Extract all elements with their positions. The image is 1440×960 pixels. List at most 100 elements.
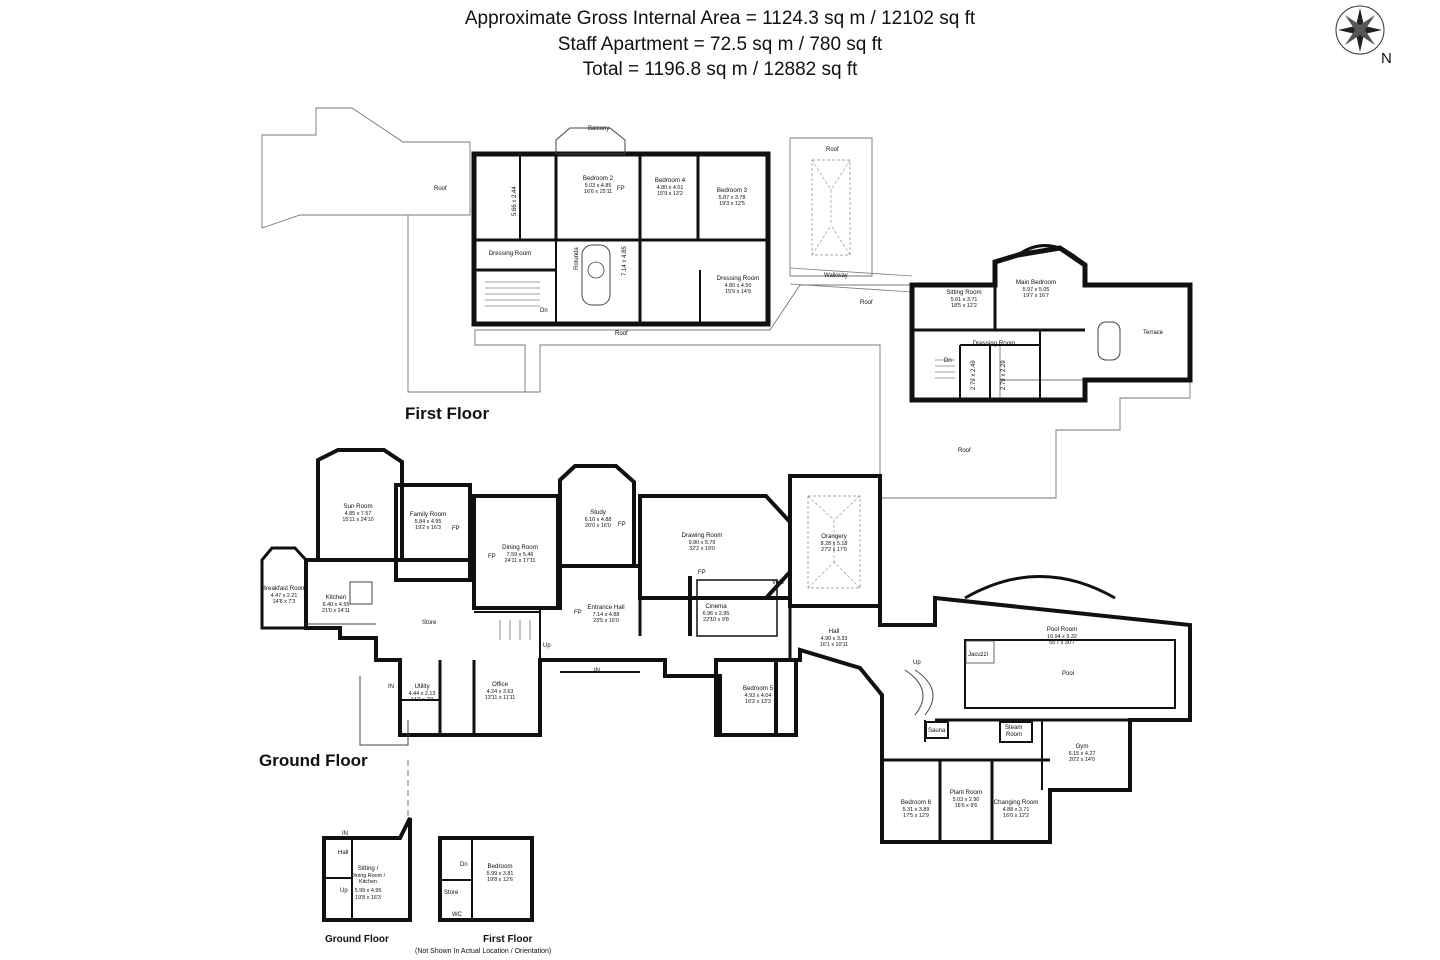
room-dims-ft-dining-room: 24'11 x 17'11 (505, 558, 536, 564)
ground-floor-central (304, 558, 1192, 844)
store-label: Store (422, 620, 437, 626)
room-dims-office: 4.24 x 3.63 (487, 689, 514, 695)
ground-floor-label: Ground Floor (259, 751, 368, 770)
ground-floor-plan (260, 448, 1192, 844)
staff-apartment-line: Staff Apartment = 72.5 sq m / 780 sq ft (557, 34, 883, 55)
room-dims-ft-changing-room: 16'0 x 12'2 (1003, 813, 1029, 819)
room-dims-bedroom-2: 5.03 x 4.85 (585, 183, 612, 189)
staff-sitting-dims: 5.99 x 4.95 (355, 888, 382, 894)
room-name-dressing-room-1: Dressing Room (489, 250, 532, 257)
room-dims-plant-room: 5.03 x 2.90 (953, 797, 980, 803)
staff-apartment-plan (322, 817, 534, 922)
roof-label: Roof (615, 331, 628, 337)
room-dims-ft-sitting-room: 18'5 x 12'2 (951, 303, 977, 309)
fireplace-label: FP (488, 554, 496, 560)
room-name-gym: Gym (1075, 743, 1088, 750)
steam-room-label: Steam (1005, 725, 1022, 731)
dims-label: 2.79 x 2.29 (1001, 360, 1007, 390)
room-name-plant-room: Plant Room (950, 789, 982, 796)
terrace-label: Terrace (1143, 330, 1164, 336)
room-dims-gym: 6.15 x 4.27 (1069, 751, 1096, 757)
pool (964, 639, 1176, 709)
total-area-line: Total = 1196.8 sq m / 12882 sq ft (582, 59, 858, 80)
room-dims-ft-staff-bedroom: 19'8 x 12'6 (487, 877, 513, 883)
room-dims-changing-room: 4.88 x 3.71 (1003, 807, 1030, 813)
room-name-utility: Utility (414, 683, 430, 690)
room-dims-ft-bedroom-4: 15'9 x 13'2 (657, 191, 683, 197)
staff-ground-floor-label: Ground Floor (325, 934, 389, 945)
in-label: IN (342, 831, 348, 837)
room-name-sitting-room: Sitting Room (946, 289, 981, 296)
room-dims-entrance-hall: 7.14 x 4.88 (593, 612, 620, 618)
room-dims-ft-kitchen: 21'0 x 14'11 (322, 608, 350, 614)
room-dims-ft-office: 13'11 x 11'11 (485, 695, 516, 701)
compass-north-label: N (1381, 50, 1392, 67)
room-dims-bedroom-3: 5.87 x 3.78 (719, 195, 746, 201)
room-dims-ft-breakfast-room: 14'8 x 7'3 (273, 599, 296, 605)
room-dims-utility: 4.44 x 2.13 (409, 691, 436, 697)
room-dims-pool-room: 16.94 x 9.32 (1047, 634, 1077, 640)
room-dims-ft-staff-sitting: Kitchen (359, 879, 377, 885)
staff-note: (Not Shown In Actual Location / Orientat… (415, 948, 552, 955)
room-name-family-room: Family Room (410, 511, 446, 518)
fireplace-label: FP (452, 526, 460, 532)
room-dims-ft-orangery: 27'2 x 17'0 (821, 547, 847, 553)
gross-area-line: Approximate Gross Internal Area = 1124.3… (464, 8, 976, 29)
room-name-hall: Hall (829, 628, 840, 635)
room-name-study: Study (590, 509, 607, 516)
roof-outline-walkway (789, 137, 873, 277)
store-label: Store (444, 890, 459, 896)
room-dims-sun-room: 4.85 x 7.57 (345, 511, 372, 517)
room-name-office: Office (492, 681, 509, 688)
down-label: Dn (944, 358, 952, 364)
roof-label: Roof (958, 448, 971, 454)
room-name-bedroom-3: Bedroom 3 (717, 187, 748, 194)
staff-first-floor-label: First Floor (483, 934, 533, 945)
pool-label: Pool (1062, 671, 1074, 677)
jacuzzi-label: Jacuzzi (968, 652, 988, 658)
room-dims-kitchen: 6.40 x 4.55 (323, 602, 350, 608)
dims-label: 5.66 x 2.44 (512, 186, 518, 216)
room-dims-staff-sitting: Dining Room / (351, 873, 386, 879)
room-name-staff-bedroom: Bedroom (487, 863, 512, 870)
room-name-bedroom-5: Bedroom 5 (743, 685, 774, 692)
room-dims-family-room: 5.84 x 4.95 (415, 519, 442, 525)
balcony (555, 127, 626, 155)
room-name-cinema: Cinema (705, 603, 727, 610)
room-name-main-bedroom: Main Bedroom (1016, 279, 1056, 286)
void-label: Void (772, 580, 784, 586)
up-label: Up (913, 660, 921, 666)
compass-rose-icon (1335, 5, 1385, 55)
room-name-sun-room: Sun Room (343, 503, 372, 510)
room-name-bedroom-4: Bedroom 4 (655, 177, 686, 184)
room-dims-ft-sun-room: 15'11 x 24'10 (342, 517, 373, 523)
room-name-bedroom-6: Bedroom 6 (901, 799, 932, 806)
room-name-breakfast-room: Breakfast Room (262, 585, 306, 592)
room-name-dining-room: Dining Room (502, 544, 538, 551)
roof-label: Roof (434, 186, 447, 192)
staff-sitting-dims-ft: 19'8 x 16'3 (355, 895, 381, 901)
room-dims-ft-drawing-room: 32'2 x 19'0 (689, 546, 715, 552)
in-label: IN (594, 668, 600, 674)
down-label: Dn (460, 862, 468, 868)
room-dims-cinema: 6.96 x 2.95 (703, 611, 730, 617)
misc-labels: Roof Balcony Roof Walkway Roof Roof Roof… (338, 126, 1164, 918)
wc-label: WC (452, 912, 463, 918)
room-dims-ft-gym: 20'2 x 14'0 (1069, 757, 1095, 763)
room-dims-ft-bedroom-2: 16'6 x 15'11 (584, 189, 612, 195)
fireplace-label: FP (617, 186, 625, 192)
room-dims-orangery: 8.28 x 5.18 (821, 541, 848, 547)
first-floor-east-wing (909, 245, 1193, 403)
room-dims-ft-cinema: 22'10 x 9'8 (703, 617, 729, 623)
roof-outline-left (261, 107, 1191, 499)
fireplace-label: FP (618, 522, 626, 528)
room-dims-ft-pool-room: 55'7 x 30'7 (1049, 640, 1075, 646)
room-dims-sitting-room: 5.61 x 3.71 (951, 297, 978, 303)
in-label: IN (388, 684, 394, 690)
room-dims-ft-hall: 16'1 x 10'11 (820, 642, 848, 648)
fireplace-label: FP (574, 610, 582, 616)
room-dims-bedroom-4: 4.80 x 4.01 (657, 185, 684, 191)
room-dims-ft-plant-room: 16'6 x 9'6 (955, 803, 978, 809)
